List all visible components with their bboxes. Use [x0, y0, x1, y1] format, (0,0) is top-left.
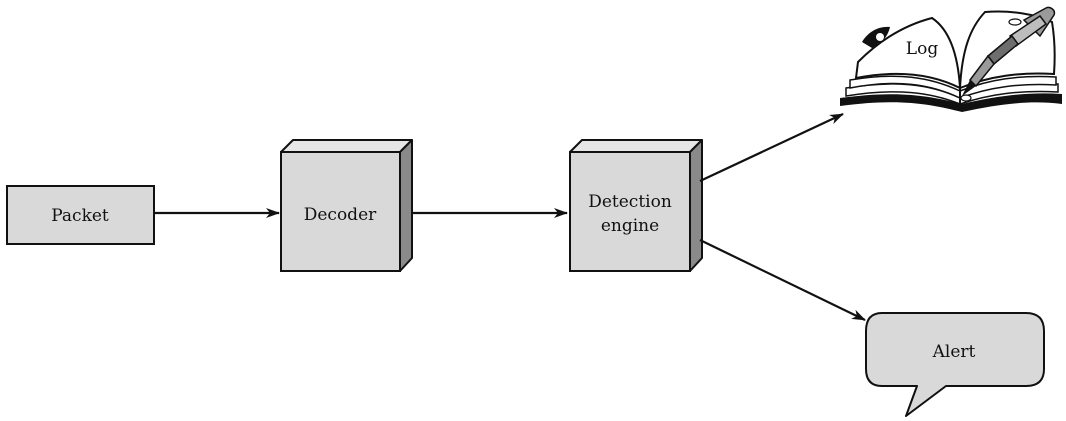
packet-node: Packet [6, 185, 155, 245]
decoder-box-top [280, 139, 413, 153]
alert-label: Alert [932, 342, 976, 362]
decoder-box-front [280, 151, 401, 272]
detection-label-line2: engine [601, 216, 659, 236]
packet-label: Packet [51, 206, 109, 226]
log-label: Log [906, 39, 939, 59]
arrow-detection-to-log [699, 113, 844, 182]
decoder-label: Decoder [304, 205, 377, 225]
packet-box [6, 185, 155, 245]
detection-box-front [569, 151, 691, 272]
detection-box-top [569, 139, 703, 153]
arrow-detection-to-alert [699, 239, 866, 321]
alert-node: Alert [865, 312, 1045, 417]
decoder-box-side [399, 139, 413, 272]
detection-engine-node: Detection engine [569, 139, 703, 272]
detection-box-side [689, 139, 703, 272]
alert-bubble [865, 312, 1045, 417]
decoder-node: Decoder [280, 139, 413, 272]
log-book-icon: Log [840, 6, 1062, 112]
detection-label-line1: Detection [588, 192, 672, 212]
